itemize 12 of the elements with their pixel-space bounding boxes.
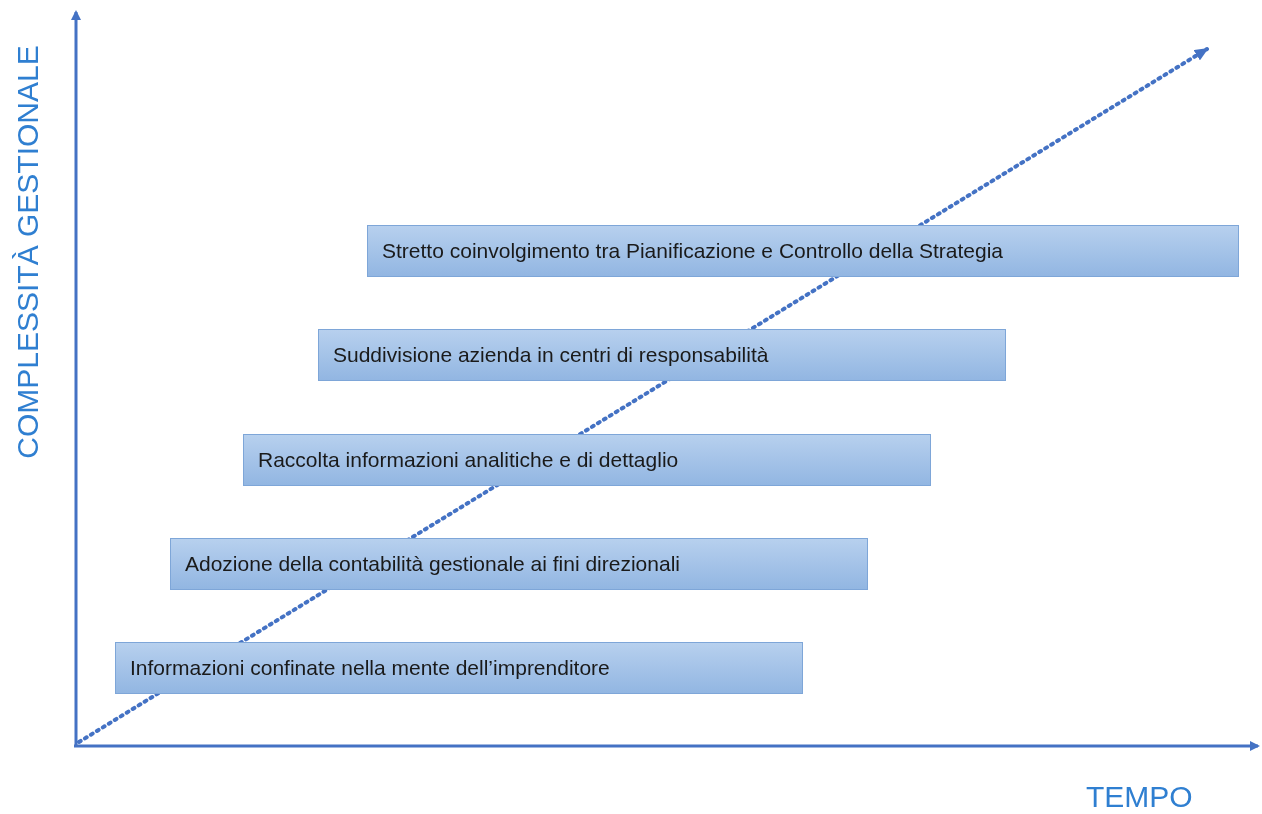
- step-box: [367, 225, 1239, 277]
- step-box: [170, 538, 868, 590]
- step-label: Informazioni confinate nella mente dell’imprenditore: [130, 656, 610, 680]
- step-box: [318, 329, 1006, 381]
- x-axis-title: TEMPO: [1086, 780, 1193, 814]
- step-box: [115, 642, 803, 694]
- step-label: Raccolta informazioni analitiche e di dettaglio: [258, 448, 679, 472]
- y-axis-title: COMPLESSITÀ GESTIONALE: [11, 45, 45, 459]
- step-box: [243, 434, 931, 486]
- step-label: Suddivisione azienda in centri di responsabilità: [333, 343, 769, 367]
- step-label: Adozione della contabilità gestionale ai fini direzionali: [185, 552, 680, 576]
- step-label: Stretto coinvolgimento tra Pianificazione e Controllo della Strategia: [382, 239, 1003, 263]
